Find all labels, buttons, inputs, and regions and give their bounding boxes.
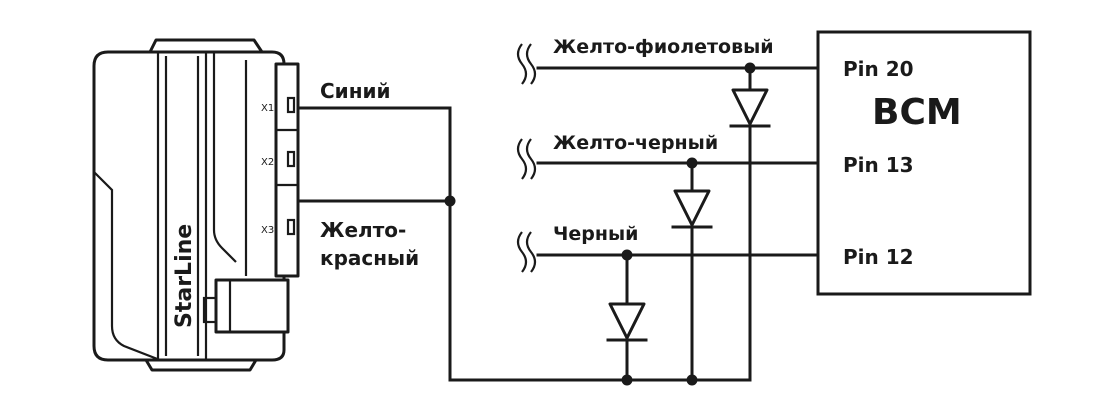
wire-label-yellow-red-2: красный bbox=[320, 246, 419, 270]
wire-label-yellow-black: Желто-черный bbox=[553, 132, 718, 154]
wire-label-yellow-red-1: Желто- bbox=[320, 218, 406, 242]
bcm-pin-12: Pin 12 bbox=[843, 245, 914, 269]
wire-label-black: Черный bbox=[553, 223, 638, 245]
wire-cut-symbols bbox=[516, 43, 537, 273]
connector-x3-label: X3 bbox=[261, 225, 274, 236]
connector-x1-label: X1 bbox=[261, 103, 274, 114]
junction-dots bbox=[444, 62, 756, 386]
bcm-pin-20: Pin 20 bbox=[843, 57, 914, 81]
starline-device bbox=[92, 38, 300, 372]
bcm-box bbox=[816, 30, 1032, 296]
bcm-title: BCM bbox=[872, 92, 962, 133]
diode-pin12 bbox=[606, 302, 648, 342]
diode-pin13 bbox=[671, 189, 713, 229]
wires bbox=[296, 66, 820, 382]
connector-x2-label: X2 bbox=[261, 157, 274, 168]
diode-pin20 bbox=[729, 88, 771, 128]
brand-logo: StarLine bbox=[172, 224, 197, 328]
bcm-pin-13: Pin 13 bbox=[843, 153, 914, 177]
wire-label-yellow-violet: Желто-фиолетовый bbox=[553, 36, 774, 58]
wire-label-blue: Синий bbox=[320, 79, 391, 103]
